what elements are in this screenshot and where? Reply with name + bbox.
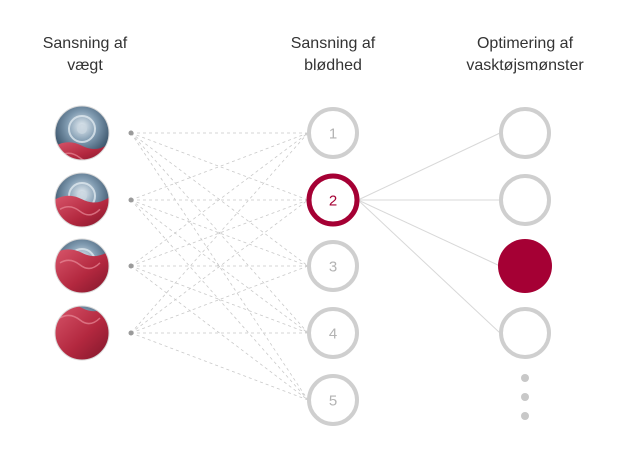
connection-lines bbox=[130, 132, 501, 401]
dashed-connection-4-1 bbox=[130, 132, 309, 334]
softness-node-1 bbox=[307, 107, 359, 159]
input-connector-dot bbox=[128, 263, 134, 269]
title-weight-line2: vægt bbox=[67, 57, 103, 74]
solid-connection-3 bbox=[357, 199, 501, 267]
dashed-connection-1-2 bbox=[130, 132, 309, 201]
dashed-connection-2-1 bbox=[130, 132, 309, 201]
input-border bbox=[54, 105, 110, 161]
softness-node-column: 1 2 3 4 5 bbox=[306, 107, 360, 426]
dashed-connection-3-4 bbox=[130, 265, 309, 334]
solid-connection-1 bbox=[357, 132, 501, 201]
fabric-fill bbox=[55, 306, 109, 360]
column-title-softness: Sansning af blødhed bbox=[233, 33, 433, 77]
input-connector-dot bbox=[128, 130, 134, 136]
pattern-node-4 bbox=[499, 307, 551, 359]
fabric-fill bbox=[55, 248, 109, 293]
title-pattern-line1: Optimering af bbox=[476, 35, 574, 52]
more-indicator-dot bbox=[521, 412, 529, 420]
softness-node-label-2: 2 bbox=[329, 193, 337, 210]
fabric-fold bbox=[59, 206, 101, 216]
softness-node-2 bbox=[306, 173, 360, 227]
dashed-connection-4-5 bbox=[130, 332, 309, 401]
drum-nearly-empty-icon bbox=[55, 106, 109, 160]
drum-hub bbox=[77, 124, 87, 134]
input-connector-dot bbox=[128, 330, 134, 336]
pattern-node-column bbox=[498, 107, 552, 420]
dashed-connection-4-3 bbox=[130, 265, 309, 334]
input-border bbox=[54, 305, 110, 361]
fabric-fold bbox=[59, 259, 101, 270]
dashed-connection-3-1 bbox=[130, 132, 309, 267]
more-indicator-dot bbox=[521, 374, 529, 382]
fabric-fold bbox=[59, 152, 101, 160]
softness-node-label-5: 5 bbox=[329, 393, 337, 410]
input-border bbox=[54, 238, 110, 294]
pattern-node-2 bbox=[499, 174, 551, 226]
title-pattern-line2: vasktøjsmønster bbox=[466, 57, 584, 74]
drum-partly-filled-icon bbox=[55, 173, 109, 227]
dashed-connection-4-2 bbox=[130, 199, 309, 334]
column-title-pattern: Optimering af vasktøjsmønster bbox=[425, 33, 625, 77]
title-softness-line2: blødhed bbox=[304, 57, 362, 74]
title-softness-line1: Sansning af bbox=[290, 35, 376, 52]
fabric-fold bbox=[59, 314, 101, 325]
softness-node-4 bbox=[307, 307, 359, 359]
softness-node-3 bbox=[307, 240, 359, 292]
softness-node-label-4: 4 bbox=[329, 326, 337, 343]
dashed-connection-1-5 bbox=[130, 132, 309, 401]
dashed-connection-3-2 bbox=[130, 199, 309, 267]
pattern-node-1 bbox=[499, 107, 551, 159]
weight-input-column bbox=[54, 105, 134, 361]
drum-full-icon bbox=[55, 306, 109, 360]
title-weight-line1: Sansning af bbox=[42, 35, 128, 52]
softness-node-5 bbox=[307, 374, 359, 426]
input-connector-dot bbox=[128, 197, 134, 203]
more-indicator-dot bbox=[521, 393, 529, 401]
softness-node-label-3: 3 bbox=[329, 259, 337, 276]
dashed-connection-2-3 bbox=[130, 199, 309, 267]
softness-node-label-1: 1 bbox=[329, 126, 337, 143]
input-border bbox=[54, 172, 110, 228]
dashed-connection-2-5 bbox=[130, 199, 309, 401]
drum-mostly-filled-icon bbox=[55, 239, 109, 293]
pattern-node-selected bbox=[498, 239, 552, 293]
drum-ring bbox=[68, 115, 96, 143]
dashed-connection-3-5 bbox=[130, 265, 309, 401]
solid-connection-4 bbox=[357, 199, 501, 334]
column-title-weight: Sansning af vægt bbox=[0, 33, 185, 77]
